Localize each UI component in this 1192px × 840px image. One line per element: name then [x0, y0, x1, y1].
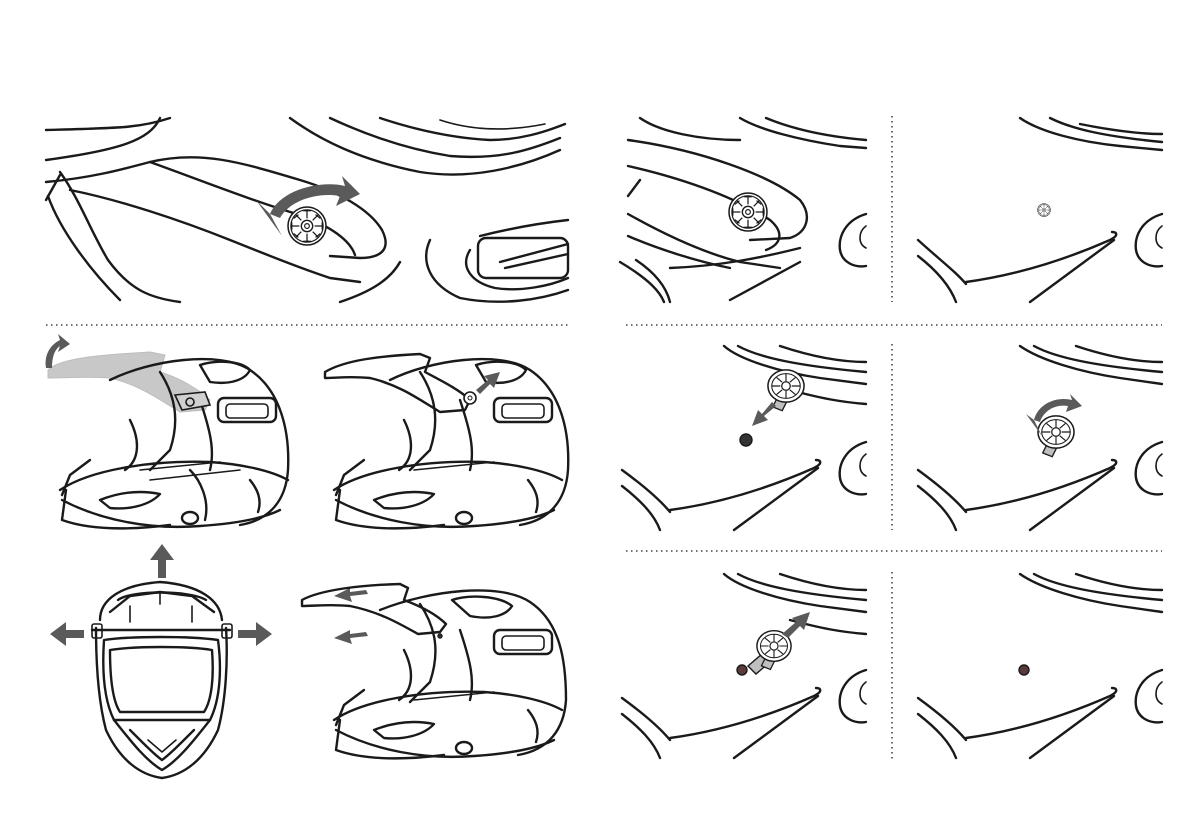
panel-step-screw-rotate: [918, 346, 1162, 530]
panel-helmet-visor-lift: [46, 334, 289, 528]
arrow-down-left-icon: [752, 402, 776, 426]
arrow-left-icon: [50, 622, 84, 646]
arrow-slide-bottom-icon: [334, 630, 368, 644]
panel-helmet-visor-slide: [302, 584, 566, 758]
panel-step-screw-insert: [622, 574, 866, 758]
panel-step-screw-pull-out: [622, 346, 866, 530]
hole-icon: [1019, 665, 1029, 675]
panel-step-screw-in-place: [620, 118, 866, 302]
panel-detail-screw-rotate: [46, 118, 568, 302]
arrow-up-icon: [150, 544, 174, 578]
panel-helmet-front-spread: [50, 544, 272, 778]
panel-helmet-screw-remove: [325, 354, 568, 528]
panel-step-base-small: [918, 118, 1162, 302]
arrow-right-icon: [238, 622, 272, 646]
panel-step-hole-only: [918, 574, 1162, 758]
